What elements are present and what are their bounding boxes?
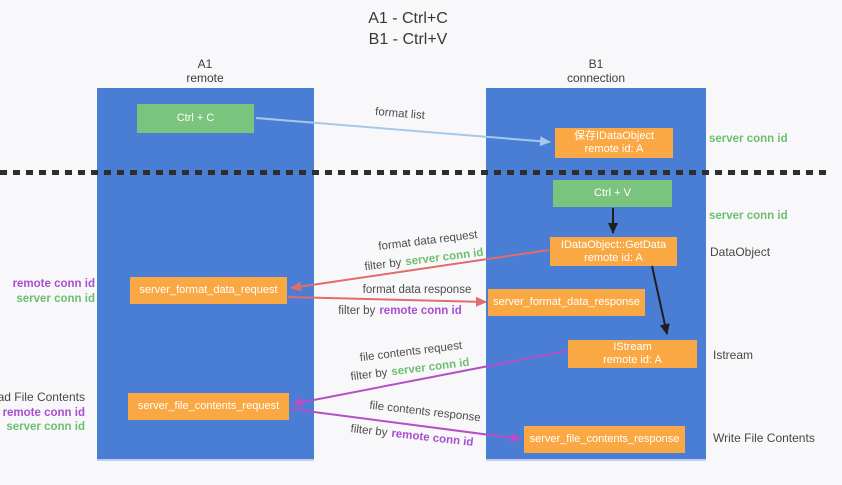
dotted-separator-line: [0, 170, 826, 175]
server-file-contents-request-label: server_file_contents_request: [137, 400, 280, 412]
filter-by-text: filter by: [338, 305, 376, 317]
lane-a1-role: remote: [186, 71, 224, 85]
title-line-2: B1 - Ctrl+V: [368, 31, 448, 48]
remote-conn-id-text: remote conn id: [390, 427, 475, 449]
ctrl-c-label: Ctrl + C: [176, 112, 215, 124]
format-data-response-arrow: [287, 296, 487, 307]
server-file-contents-response-box: server_file_contents_response: [524, 426, 685, 453]
server-format-data-response-box: server_format_data_response: [488, 289, 645, 316]
server-conn-id-text: server conn id: [404, 246, 485, 269]
server-format-data-response-label: server_format_data_response: [493, 296, 640, 308]
save-idataobject-line1: 保存IDataObject: [573, 130, 655, 142]
save-idataobject-line2: remote id: A: [584, 143, 644, 155]
filter-by-text: filter by: [363, 256, 403, 274]
server-format-data-request-label: server_format_data_request: [139, 284, 278, 296]
idataobject-getdata-box: IDataObject::GetData remote id: A: [550, 237, 677, 266]
write-file-contents-annotation: Write File Contents: [713, 431, 815, 445]
getdata-line1: IDataObject::GetData: [560, 238, 667, 251]
istream-annotation: Istream: [713, 348, 754, 362]
read-file-contents-annotation: Read File Contents: [0, 390, 85, 404]
remote-conn-id-text: remote conn id: [379, 305, 462, 317]
save-idataobject-box: 保存IDataObject remote id: A: [555, 128, 673, 158]
filter-by-text: filter by: [349, 366, 389, 384]
server-conn-id-text: server conn id: [390, 356, 471, 379]
server-conn-id-annotation-left-2: server conn id: [6, 421, 85, 433]
server-file-contents-request-box: server_file_contents_request: [128, 393, 289, 420]
dataobject-annotation: DataObject: [710, 245, 771, 259]
istream-line1: IStream: [613, 341, 652, 353]
lane-a1-name: A1: [197, 57, 213, 71]
lane-header-b1: B1 connection: [567, 57, 625, 85]
filter-by-text: filter by: [349, 423, 389, 440]
remote-conn-id-annotation-left-1: remote conn id: [12, 278, 95, 290]
format-list-label: format list: [374, 106, 426, 122]
istream-box: IStream remote id: A: [568, 340, 697, 368]
file-contents-response-label: file contents response: [368, 399, 482, 425]
ctrl-v-box: Ctrl + V: [553, 180, 672, 207]
lane-header-a1: A1 remote: [186, 57, 223, 85]
server-conn-id-annotation-left-1: server conn id: [16, 293, 95, 305]
lane-b1-role: connection: [566, 71, 626, 85]
istream-line2: remote id: A: [603, 354, 662, 366]
diagram-title: A1 - Ctrl+C B1 - Ctrl+V: [368, 8, 448, 50]
ctrl-c-box: Ctrl + C: [137, 104, 254, 133]
server-file-contents-response-label: server_file_contents_response: [529, 433, 680, 445]
server-conn-id-annotation-right-1: server conn id: [709, 133, 788, 145]
title-line-1: A1 - Ctrl+C: [368, 10, 448, 27]
server-format-data-request-box: server_format_data_request: [130, 277, 287, 304]
remote-conn-id-annotation-left-2: remote conn id: [2, 407, 85, 419]
getdata-line2: remote id: A: [584, 251, 643, 264]
server-conn-id-annotation-right-2: server conn id: [709, 210, 788, 222]
ctrl-v-label: Ctrl + V: [594, 187, 631, 199]
lane-b1-name: B1: [588, 57, 604, 71]
format-data-response-label: format data response: [362, 284, 472, 296]
